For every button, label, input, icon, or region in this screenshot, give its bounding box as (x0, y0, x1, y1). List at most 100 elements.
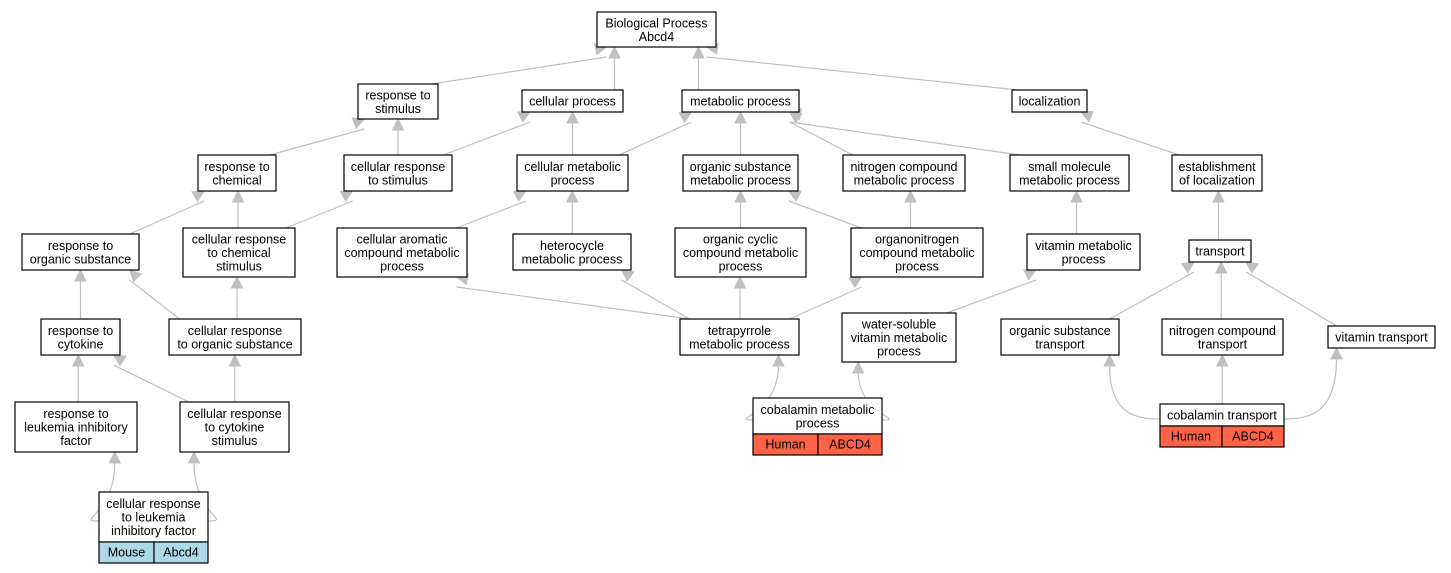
node-label-line: metabolic process (690, 173, 791, 187)
edge-arrowhead (391, 117, 405, 131)
node-label-line: nitrogen compound (1169, 324, 1276, 338)
edge-arrowhead (516, 111, 532, 123)
node-label-line: Biological Process (605, 16, 707, 30)
node-box (1026, 233, 1141, 271)
edge-arrowhead (230, 275, 244, 289)
node-label-line: inhibitory factor (111, 524, 196, 538)
edge-arrowhead (1079, 110, 1095, 123)
node-box (98, 491, 209, 543)
edge (706, 56, 1019, 91)
edge-arrowhead (692, 45, 705, 59)
edge-arrowhead (191, 190, 206, 203)
node-label-line: compound metabolic (859, 246, 974, 260)
node-label-line: cobalamin metabolic (761, 403, 875, 417)
edge (129, 279, 180, 320)
node-label-line: heterocycle (540, 239, 604, 253)
node-label-line: vitamin metabolic (1035, 239, 1132, 253)
edge (788, 200, 862, 229)
edge (269, 128, 365, 156)
node-box (681, 89, 800, 113)
edge (456, 286, 690, 320)
edge-arrowhead (187, 450, 201, 464)
node-label-line: response to (48, 239, 113, 253)
node-label-line: cellular response (106, 497, 201, 511)
node-label-line: transport (1198, 337, 1248, 351)
edge-arrowhead (1070, 189, 1083, 203)
node-label-line: compound metabolic (344, 246, 459, 260)
node-label-line: organic cyclic (703, 233, 778, 247)
go-term-node-metabolic-process[interactable]: metabolic process (681, 89, 800, 113)
node-label-line: process (551, 173, 595, 187)
edge-arrowhead (565, 189, 579, 203)
go-term-node-localization[interactable]: localization (1011, 89, 1088, 113)
go-term-node-vitamin-transport[interactable]: vitamin transport (1327, 325, 1436, 349)
edge-arrowhead (108, 450, 122, 464)
node-box (1188, 239, 1252, 263)
node-label-line: metabolic process (1019, 173, 1120, 187)
edge-arrowhead (620, 269, 635, 282)
node-label-line: nitrogen compound (850, 160, 957, 174)
gene-label: ABCD4 (829, 438, 871, 452)
node-label-line: vitamin metabolic (851, 331, 948, 345)
edge-arrowhead (128, 269, 143, 283)
gene-cell (1221, 425, 1285, 448)
node-label-line: cobalamin transport (1167, 409, 1277, 423)
node-label-line: to cytokine (205, 421, 265, 435)
node-label-line: cellular response (351, 160, 446, 174)
node-label-line: stimulus (216, 260, 262, 274)
edge (621, 279, 690, 320)
node-box (682, 154, 799, 192)
node-box (1000, 318, 1120, 356)
node-box (850, 227, 984, 278)
node-label-line: cellular response (192, 233, 287, 247)
node-label-line: stimulus (375, 102, 421, 116)
node-box (182, 227, 296, 278)
node-label-line: cellular metabolic (524, 160, 621, 174)
edge (946, 279, 1037, 314)
node-box (679, 318, 800, 356)
edge-arrowhead (231, 189, 245, 203)
edge (113, 364, 189, 403)
edge (789, 286, 862, 320)
edge-arrowhead (678, 111, 693, 124)
go-term-node-cellular-process[interactable]: cellular process (521, 89, 624, 113)
go-term-node-transport[interactable]: transport (1188, 239, 1252, 263)
edge-arrowhead (1180, 261, 1195, 274)
node-label-line: to chemical (207, 246, 270, 260)
edge (789, 121, 1020, 156)
gene-label: ABCD4 (1232, 430, 1274, 444)
node-label-line: leukemia inhibitory (24, 421, 128, 435)
node-label-line: metabolic process (854, 173, 955, 187)
node-box (168, 318, 302, 356)
node-box (343, 154, 453, 192)
edge-arrowhead (734, 110, 747, 124)
node-label-line: metabolic process (689, 337, 790, 351)
